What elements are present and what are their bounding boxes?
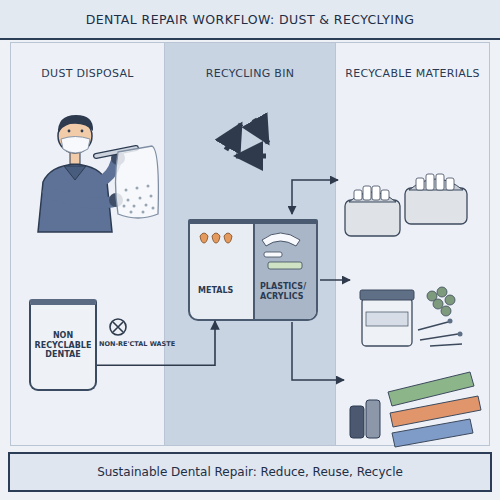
flow-arrow: [97, 321, 215, 365]
caption-bar: Sustainable Dental Repair: Reduce, Reuse…: [8, 452, 492, 492]
dust-bag: [142, 211, 145, 214]
dust-bag: [150, 195, 153, 198]
bin-icons: [268, 262, 302, 269]
column-panel: RECYCABLE MATERIALS: [335, 42, 490, 446]
dust-bag: [116, 146, 159, 218]
bin-compartment: [253, 224, 316, 319]
dust-bag: [145, 204, 148, 207]
dust-bag: [136, 187, 139, 190]
recycling-bin: METALS PLASTICS/ ACRYLICS: [188, 219, 318, 321]
material-jar: [445, 295, 455, 305]
prohibited-symbol: [110, 319, 126, 335]
denture-models: [381, 190, 389, 200]
denture-models: [345, 200, 400, 236]
denture-models: [354, 190, 362, 200]
denture-models: [446, 178, 454, 190]
material-jar: [433, 299, 443, 309]
recycle-symbol: [236, 154, 266, 159]
dust-bag: [152, 207, 155, 210]
column-panel: RECYCLING BIN METALS PLASTICS/ ACRYLICS: [165, 42, 335, 446]
technician-figure: [61, 137, 90, 154]
material-jar: [360, 287, 463, 346]
dust-bag: [116, 146, 159, 218]
bin-icons: [264, 252, 282, 257]
node-text: METALS: [198, 286, 250, 296]
leader-arrows: [292, 180, 350, 380]
material-rods: [366, 400, 380, 438]
material-jar: [441, 306, 451, 316]
technician-figure: [64, 166, 86, 180]
material-rods: [390, 396, 481, 427]
leader-arrows: [320, 279, 350, 281]
title-text: DENTAL REPAIR WORKFLOW: DUST & RECYCLYIN…: [0, 12, 500, 27]
denture-models: [363, 186, 371, 200]
material-jar: [437, 287, 447, 297]
recycle-symbol: [226, 119, 268, 156]
dust-bag: [147, 185, 150, 188]
denture-models: [345, 174, 467, 236]
bin-icons: [224, 233, 232, 243]
material-jar: [448, 319, 453, 324]
dust-bag: [130, 211, 133, 214]
panel-heading: RECYCABLE MATERIALS: [336, 67, 489, 80]
denture-models: [372, 186, 380, 200]
material-jar: [458, 332, 463, 337]
recycle-symbol: [254, 119, 268, 143]
denture-models: [405, 188, 467, 224]
technician-figure: [96, 148, 136, 156]
technician-figure: [38, 164, 112, 232]
dust-bag: [123, 205, 126, 208]
bin-icons: [212, 233, 220, 243]
dust-bag: [127, 199, 130, 202]
denture-models: [436, 174, 444, 190]
denture-models: [416, 178, 424, 190]
material-rods: [392, 419, 473, 447]
bin-icons: [200, 233, 302, 269]
dust-bag: [125, 189, 128, 192]
denture-models: [426, 174, 434, 190]
denture-models: [409, 179, 463, 190]
material-jar: [427, 291, 437, 301]
leader-arrows: [292, 322, 344, 380]
material-rods: [350, 372, 481, 447]
material-jar: [360, 290, 414, 300]
recycle-symbol: [226, 124, 241, 150]
technician-figure: [58, 115, 93, 134]
note-label: NON-RE'CTAL WASTE: [99, 341, 169, 349]
technician-figure: [100, 162, 116, 182]
material-rods: [388, 372, 474, 406]
node-text: PLASTICS/ ACRYLICS: [260, 282, 314, 301]
prohibited-symbol: [110, 319, 126, 335]
denture-models: [349, 192, 396, 202]
title-bar: DENTAL REPAIR WORKFLOW: DUST & RECYCLYIN…: [0, 0, 500, 40]
material-jar: [362, 298, 412, 346]
technician-figure: [109, 193, 123, 207]
technician-figure: [70, 150, 80, 164]
technician-figure: [68, 130, 71, 133]
dust-bag: [133, 205, 136, 208]
panel-heading: RECYCLING BIN: [165, 67, 335, 80]
technician-figure: [81, 130, 84, 133]
node-text: NON RECYCLABLE DENTAE: [34, 331, 92, 360]
technician-figure: [96, 148, 136, 156]
material-rods: [350, 406, 364, 438]
technician-figure: [38, 115, 136, 232]
dust-bag: [139, 197, 142, 200]
technician-figure: [111, 151, 125, 165]
bin-icons: [262, 233, 300, 246]
technician-figure: [58, 119, 92, 153]
leader-arrows: [292, 180, 338, 214]
panel-heading: DUST DISPOSAL: [11, 67, 164, 80]
technician-figure: [48, 192, 112, 203]
caption-text: Sustainable Dental Repair: Reduce, Reuse…: [10, 465, 490, 479]
prohibited-symbol: [113, 322, 123, 332]
material-jar: [418, 322, 462, 346]
column-panel: DUST DISPOSAL NON RECYCLABLE DENTAE: [10, 42, 165, 446]
bin-icons: [200, 233, 208, 243]
waste-bin: NON RECYCLABLE DENTAE: [29, 299, 97, 391]
material-jar: [366, 312, 408, 326]
